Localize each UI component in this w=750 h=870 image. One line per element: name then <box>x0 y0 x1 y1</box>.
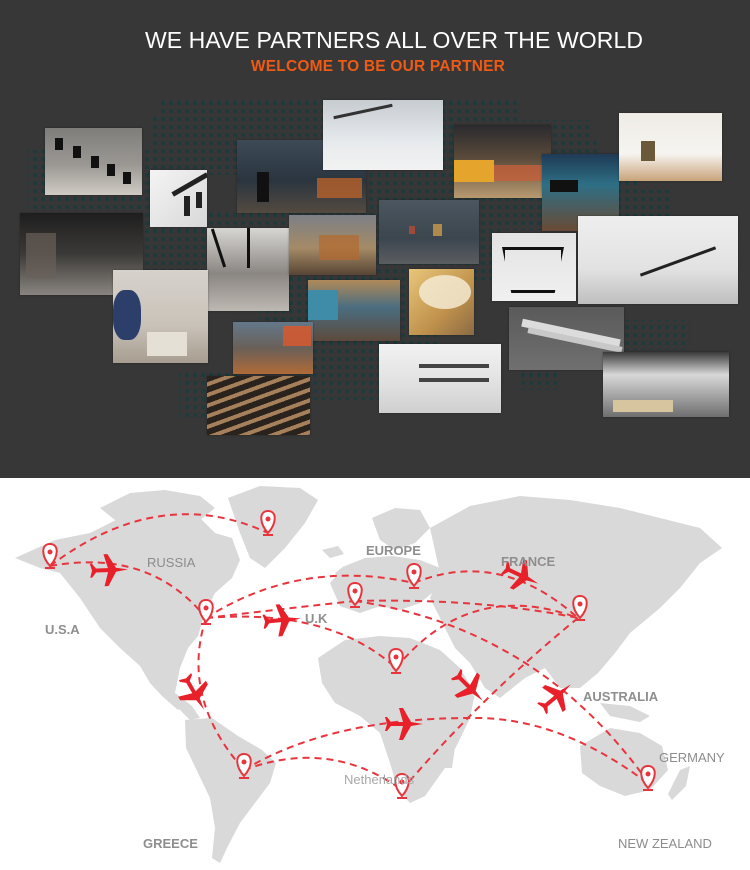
page-subtitle: WELCOME TO BE OUR PARTNER <box>250 58 506 75</box>
map-label-australia: AUSTRALIA <box>583 689 659 704</box>
photo-modern-office <box>578 216 738 304</box>
location-pins <box>42 509 656 799</box>
pin-icon <box>236 752 252 779</box>
pin-icon <box>640 764 656 791</box>
photo-retail-store-bright <box>619 113 722 181</box>
pin-icon <box>406 562 422 589</box>
photo-exhibition-hall <box>233 322 313 374</box>
pin-icon <box>42 542 58 569</box>
map-label-germany: GERMANY <box>659 750 725 765</box>
pin-icon <box>198 598 214 625</box>
pin-icon <box>572 594 588 621</box>
pin-icon <box>394 772 410 799</box>
photo-supermarket <box>454 125 551 198</box>
photo-pendant-frame <box>492 233 576 301</box>
map-label-russia: RUSSIA <box>147 555 196 570</box>
world-map-graphic <box>15 486 722 863</box>
photo-cafe-interior <box>308 280 400 341</box>
photo-art-gallery <box>379 200 479 264</box>
map-label-france: FRANCE <box>501 554 556 569</box>
photo-reception-counter <box>603 352 729 417</box>
photo-crystal-chandelier <box>409 269 474 335</box>
photo-wood-ceiling-spots <box>207 376 310 435</box>
photo-track-lights-ceiling <box>45 128 142 195</box>
map-label-netherlands: Netherlands <box>344 772 415 787</box>
world-partner-map: RUSSIA EUROPE FRANCE U.S.A U.K AUSTRALIA… <box>0 478 750 870</box>
photo-office-linear-lights <box>323 100 443 170</box>
map-label-usa: U.S.A <box>45 622 80 637</box>
map-label-greece: GREECE <box>143 836 198 851</box>
pin-icon <box>260 509 276 536</box>
map-label-new-zealand: NEW ZEALAND <box>618 836 712 851</box>
photo-shop-display <box>289 215 376 275</box>
flight-routes <box>49 513 651 791</box>
partners-banner: WE HAVE PARTNERS ALL OVER THE WORLD WELC… <box>0 0 750 478</box>
photo-white-track-lights <box>150 170 207 227</box>
photo-shoe-store <box>379 344 501 413</box>
map-label-uk: U.K <box>305 611 328 626</box>
map-label-europe: EUROPE <box>366 543 421 558</box>
photo-corridor-showroom <box>207 228 289 311</box>
photo-boutique-hanger <box>113 270 208 363</box>
pin-icon <box>347 581 363 608</box>
page-title: WE HAVE PARTNERS ALL OVER THE WORLD <box>144 27 644 53</box>
pin-icon <box>388 647 404 674</box>
